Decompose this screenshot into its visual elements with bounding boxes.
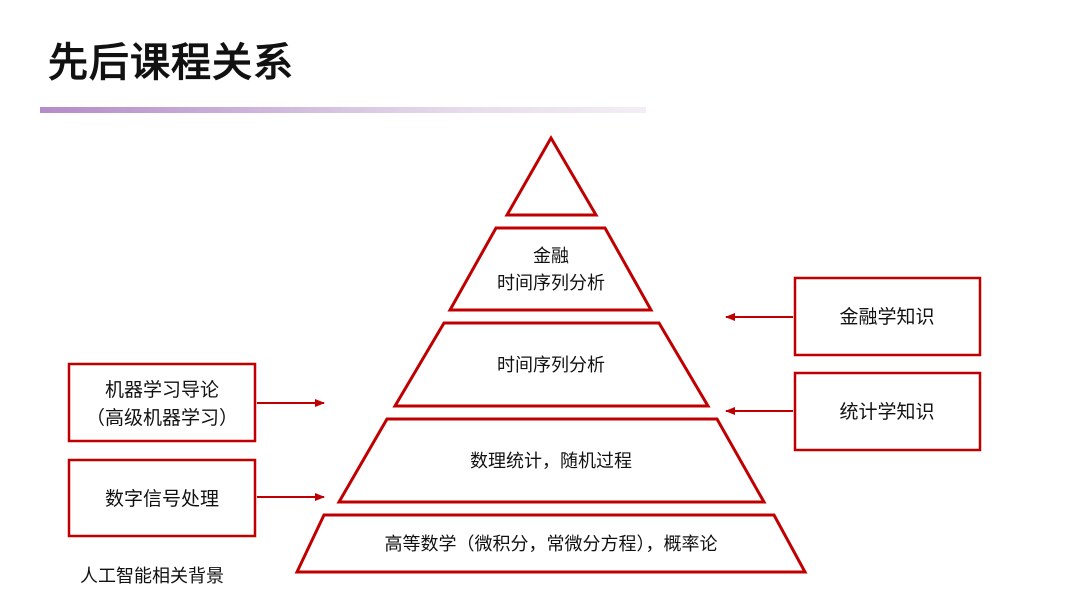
level-4-label: 数理统计，随机过程 (470, 451, 632, 472)
pyramid-level-3 (392, 321, 711, 408)
stats-box-label: 统计学知识 (839, 401, 934, 423)
page-title: 先后课程关系 (48, 40, 294, 86)
pyramid-level-2 (447, 226, 654, 312)
pyramid-level-5 (294, 513, 808, 574)
title-underline (40, 107, 646, 113)
ml-box-label-line2: （高级机器学习） (86, 407, 238, 429)
finance-box (793, 276, 982, 357)
level-3-label: 时间序列分析 (497, 355, 605, 376)
dsp-box-label: 数字信号处理 (105, 488, 219, 510)
pyramid-level-4 (336, 417, 767, 504)
level-2-label-line2: 时间序列分析 (497, 273, 605, 294)
stats-box (793, 371, 982, 452)
finance-box-label: 金融学知识 (839, 306, 934, 328)
ml-box (67, 362, 257, 443)
ml-box-label-line1: 机器学习导论 (105, 379, 219, 401)
level-5-label: 高等数学（微积分，常微分方程），概率论 (385, 534, 718, 555)
dsp-box (67, 458, 257, 538)
ai-background-caption: 人工智能相关背景 (80, 566, 224, 587)
pyramid-top (504, 135, 599, 217)
level-2-label-line1: 金融 (533, 246, 569, 267)
